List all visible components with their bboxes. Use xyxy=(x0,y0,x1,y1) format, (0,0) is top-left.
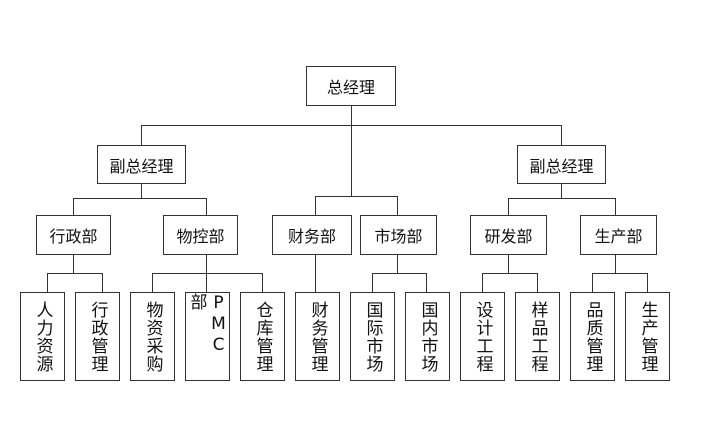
connector-line xyxy=(47,273,103,274)
unit-finance-mgmt-box: 财务管理 xyxy=(295,292,340,381)
connector-line xyxy=(615,254,616,274)
connector-line xyxy=(73,198,74,215)
connector-line xyxy=(561,183,562,199)
connector-line xyxy=(397,196,398,215)
connector-line xyxy=(482,273,538,274)
dept-production-box: 生产部 xyxy=(580,215,657,255)
connector-line xyxy=(315,196,316,215)
unit-hr-box: 人力资源 xyxy=(20,292,65,381)
connector-line xyxy=(647,273,648,293)
connector-line xyxy=(141,183,142,199)
unit-purchasing-box: 物资采购 xyxy=(130,292,175,381)
connector-line xyxy=(561,125,562,145)
connector-line xyxy=(351,105,352,125)
connector-line xyxy=(615,198,616,215)
connector-line xyxy=(102,273,103,293)
unit-quality-box: 品质管理 xyxy=(570,292,615,381)
connector-line xyxy=(592,273,593,293)
connector-line xyxy=(152,273,153,293)
unit-sample-box: 样品工程 xyxy=(515,292,560,381)
connector-line xyxy=(372,273,373,293)
unit-admin-mgmt-box: 行政管理 xyxy=(75,292,120,381)
unit-intl-market-box: 国际市场 xyxy=(350,292,395,381)
connector-line xyxy=(426,273,427,293)
connector-line xyxy=(592,273,648,274)
connector-line xyxy=(315,196,398,197)
connector-line xyxy=(482,273,483,293)
connector-line xyxy=(508,198,509,215)
dept-material-box: 物控部 xyxy=(163,215,238,255)
connector-line xyxy=(315,254,316,293)
connector-line xyxy=(372,273,427,274)
dept-market-box: 市场部 xyxy=(360,215,437,255)
unit-pmc-box: PMC 部 xyxy=(185,292,230,381)
dept-finance-box: 财务部 xyxy=(272,215,352,255)
ceo-box: 总经理 xyxy=(306,66,396,106)
connector-line xyxy=(206,273,207,293)
vice-gm-left-box: 副总经理 xyxy=(97,145,186,184)
connector-line xyxy=(152,273,263,274)
connector-line xyxy=(351,125,352,197)
connector-line xyxy=(537,273,538,293)
unit-warehouse-box: 仓库管理 xyxy=(240,292,285,381)
connector-line xyxy=(73,254,74,274)
connector-line xyxy=(73,198,207,199)
dept-admin-box: 行政部 xyxy=(36,215,111,255)
unit-domestic-market-box: 国内市场 xyxy=(405,292,450,381)
connector-line xyxy=(262,273,263,293)
connector-line xyxy=(508,254,509,274)
vice-gm-right-box: 副总经理 xyxy=(517,145,606,184)
connector-line xyxy=(206,198,207,215)
connector-line xyxy=(397,254,398,274)
unit-production-mgmt-box: 生产管理 xyxy=(625,292,670,381)
connector-line xyxy=(47,273,48,293)
connector-line xyxy=(206,254,207,274)
connector-line xyxy=(508,198,616,199)
unit-design-box: 设计工程 xyxy=(460,292,505,381)
dept-rnd-box: 研发部 xyxy=(470,215,547,255)
connector-line xyxy=(141,125,142,145)
